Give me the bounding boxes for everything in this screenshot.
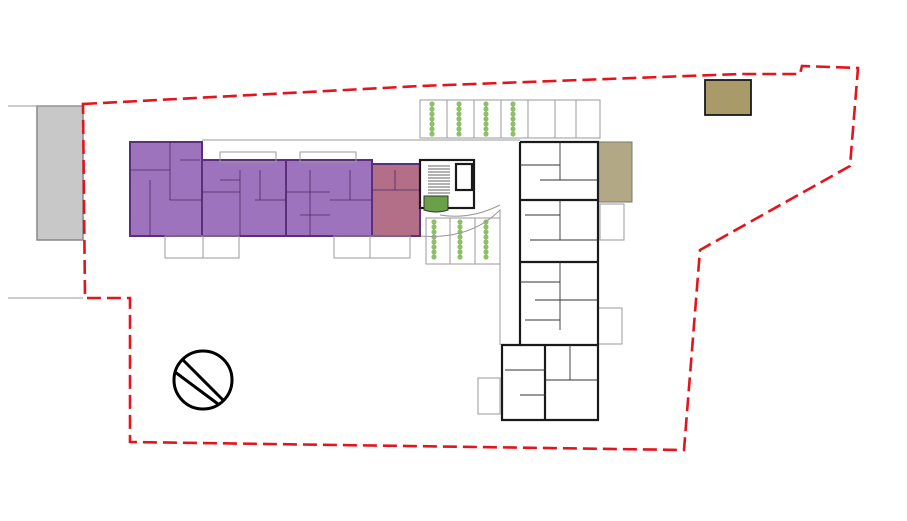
planting-shrub — [483, 101, 489, 107]
planting-shrub — [483, 254, 489, 260]
planting-shrub — [456, 101, 462, 107]
planting-shrub — [510, 126, 516, 132]
planting-shrub — [483, 106, 489, 112]
planting-shrub — [431, 239, 437, 245]
planting-shrub — [483, 121, 489, 127]
planting-shrub — [457, 239, 463, 245]
planting-shrub — [457, 219, 463, 225]
outbuilding — [704, 79, 752, 116]
apartment-unit-2[interactable] — [201, 159, 287, 237]
stair-icon — [428, 165, 450, 194]
planting-shrub — [431, 219, 437, 225]
planting-shrub — [429, 106, 435, 112]
planting-shrub — [510, 116, 516, 122]
planting-shrub — [457, 244, 463, 250]
terrace — [597, 141, 633, 203]
site-boundary-line — [81, 64, 860, 452]
planting-shrub — [457, 224, 463, 230]
stair-core — [418, 158, 476, 213]
planting-shrub — [510, 106, 516, 112]
planting-shrub — [456, 116, 462, 122]
lift-green-patch — [423, 195, 449, 213]
planting-shrub — [483, 234, 489, 240]
planting-shrub — [510, 101, 516, 107]
planting-shrub — [483, 116, 489, 122]
planting-shrub — [483, 249, 489, 255]
planting-shrub — [456, 131, 462, 137]
planting-shrub — [429, 101, 435, 107]
planting-shrub — [431, 244, 437, 250]
north-arrow-icon — [172, 349, 234, 411]
planting-shrub — [456, 121, 462, 127]
planting-shrub — [429, 121, 435, 127]
planting-shrub — [483, 131, 489, 137]
courtyard-paths — [202, 139, 625, 415]
planting-shrub — [431, 234, 437, 240]
planting-shrub — [510, 131, 516, 137]
planting-shrub — [431, 229, 437, 235]
west-wing — [129, 141, 421, 259]
planting-shrub — [483, 229, 489, 235]
planting-shrub — [483, 224, 489, 230]
planting-shrub — [483, 239, 489, 245]
planting-shrub — [457, 234, 463, 240]
planting-shrub — [483, 111, 489, 117]
planting-shrub — [431, 254, 437, 260]
planting-shrub — [457, 254, 463, 260]
planting-shrub — [431, 224, 437, 230]
planting-shrub — [456, 111, 462, 117]
apartment-unit-1[interactable] — [129, 141, 203, 237]
east-wing — [500, 140, 600, 422]
planting-shrub — [457, 249, 463, 255]
planting-shrub — [456, 106, 462, 112]
planting-shrub — [483, 244, 489, 250]
planting-shrub — [456, 126, 462, 132]
planting-shrub — [510, 121, 516, 127]
planting-shrub — [429, 111, 435, 117]
neighbouring-building — [8, 105, 84, 299]
planting-shrub — [429, 131, 435, 137]
planting-shrub — [510, 111, 516, 117]
planting-shrub — [431, 249, 437, 255]
planting-shrub — [429, 126, 435, 132]
planting-shrub — [429, 116, 435, 122]
apartment-unit-3[interactable] — [285, 159, 373, 237]
garden-bays — [419, 99, 601, 265]
planting-shrub — [483, 126, 489, 132]
apartment-unit-4[interactable] — [371, 163, 421, 237]
